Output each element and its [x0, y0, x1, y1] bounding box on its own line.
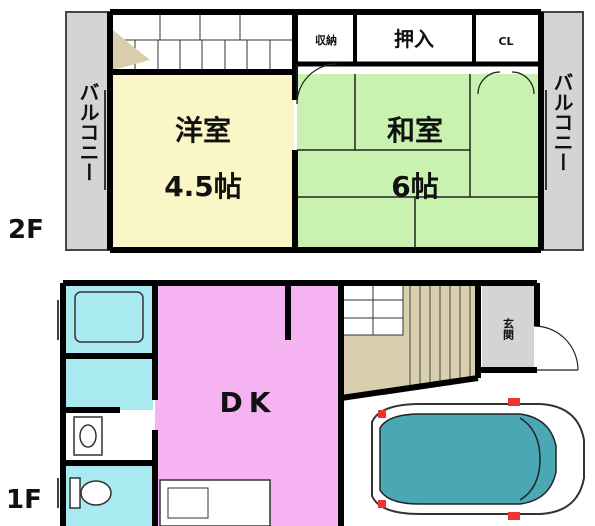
floor-2f: 洋室 4.5帖 和室 6帖 収納 押入 CL バルコニー バルコニー 2F [8, 9, 584, 253]
room-japanese [297, 74, 538, 247]
kitchen-counter [159, 479, 271, 526]
door-swing-icon [477, 71, 501, 95]
toilet-icon [69, 477, 112, 509]
balcony-right [541, 12, 583, 250]
washroom [66, 356, 153, 410]
door-swing-icon [296, 63, 338, 105]
balcony-left [66, 12, 110, 250]
balcony-right-label: バルコニー [550, 72, 574, 172]
room-dk-name: DK [220, 386, 277, 419]
door-swing-icon [533, 325, 579, 371]
floor-1f: DK 玄関 1F [6, 280, 585, 526]
room-western-size: 4.5帖 [164, 170, 242, 203]
oshiire-label: 押入 [394, 27, 434, 51]
room-western [113, 74, 294, 247]
bathtub-icon [74, 291, 144, 343]
cl-label: CL [498, 35, 513, 48]
room-japanese-size: 6帖 [391, 170, 438, 203]
entrance-label: 玄関 [502, 317, 515, 341]
floor-label-1f: 1F [6, 485, 42, 515]
door-swing-icon [511, 71, 535, 95]
room-western-name: 洋室 [175, 114, 231, 147]
balcony-left-label: バルコニー [76, 82, 100, 182]
entrance [482, 283, 534, 368]
washbasin-icon [73, 416, 103, 456]
car-icon [371, 398, 585, 520]
room-japanese-name: 和室 [387, 114, 443, 147]
storage-label: 収納 [315, 33, 337, 47]
floor-label-2f: 2F [8, 215, 44, 245]
